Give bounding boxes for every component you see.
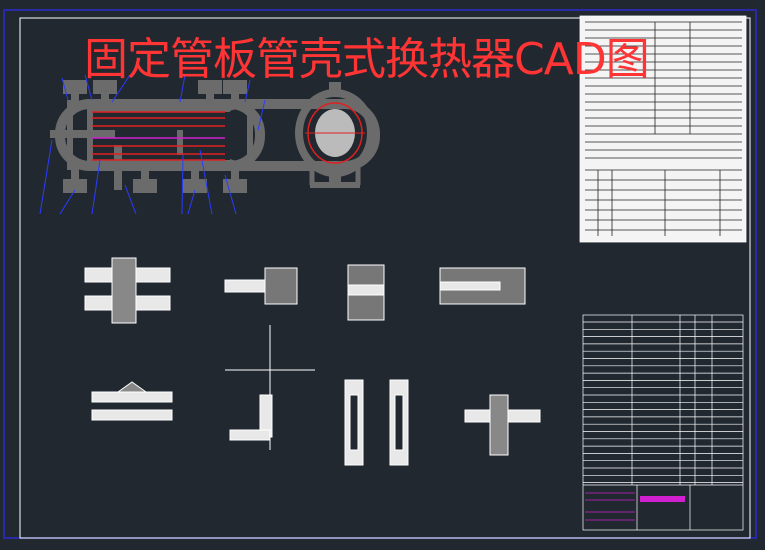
exchanger-elevation <box>50 80 380 193</box>
detail-a <box>84 257 171 324</box>
axis-cross <box>225 325 315 450</box>
drawing-title: 固定管板管壳式换热器CAD图 <box>84 34 650 85</box>
exchanger-end-view <box>295 82 375 188</box>
baffle-detail <box>344 379 409 466</box>
tube-bundle <box>92 111 225 161</box>
inner-frame <box>19 17 751 539</box>
detail-c <box>347 264 385 321</box>
title-block-name <box>640 496 685 502</box>
design-data-table <box>579 15 747 243</box>
nozzles <box>63 80 247 193</box>
detail-d <box>439 267 526 305</box>
support-detail <box>464 394 541 456</box>
weld-detail <box>91 381 173 421</box>
parts-list <box>582 314 744 531</box>
detail-b <box>224 267 298 305</box>
detail-views <box>84 257 541 466</box>
leader-lines <box>39 74 266 215</box>
